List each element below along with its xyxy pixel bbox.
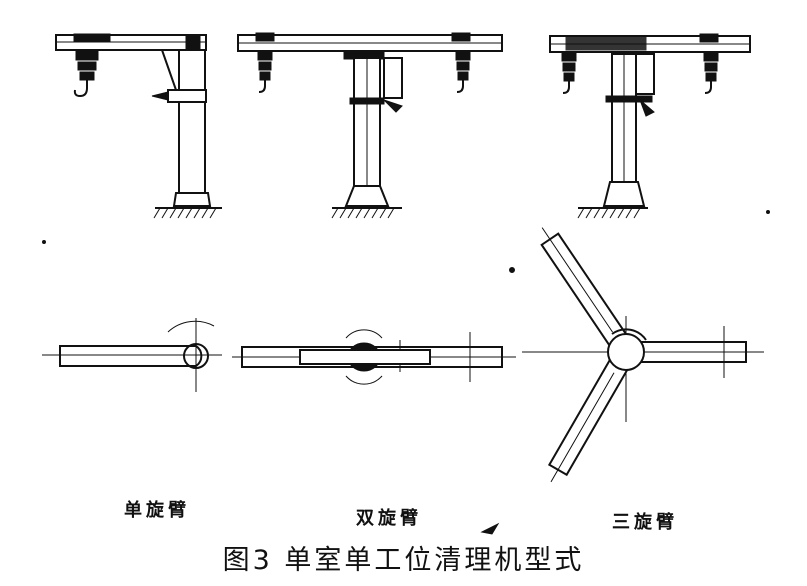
triple-jib-plan-view — [522, 227, 764, 483]
hoist-icon — [561, 51, 577, 94]
triple-jib-side-view — [549, 33, 751, 219]
label-double-jib: 双旋臂 — [356, 508, 422, 529]
label-single-jib: 单旋臂 — [124, 500, 190, 521]
hoist-icon — [455, 50, 471, 93]
hoist-icon — [703, 51, 719, 94]
label-triple-jib: 三旋臂 — [612, 512, 678, 533]
double-jib-plan-view — [232, 329, 516, 385]
single-jib-plan-view — [42, 318, 222, 392]
figure-caption: 图3 单室单工位清理机型式 — [222, 545, 585, 576]
hoist-icon — [73, 49, 99, 98]
hoist-icon — [257, 50, 273, 93]
single-jib-side-view — [55, 33, 222, 219]
double-jib-side-view — [237, 32, 503, 219]
